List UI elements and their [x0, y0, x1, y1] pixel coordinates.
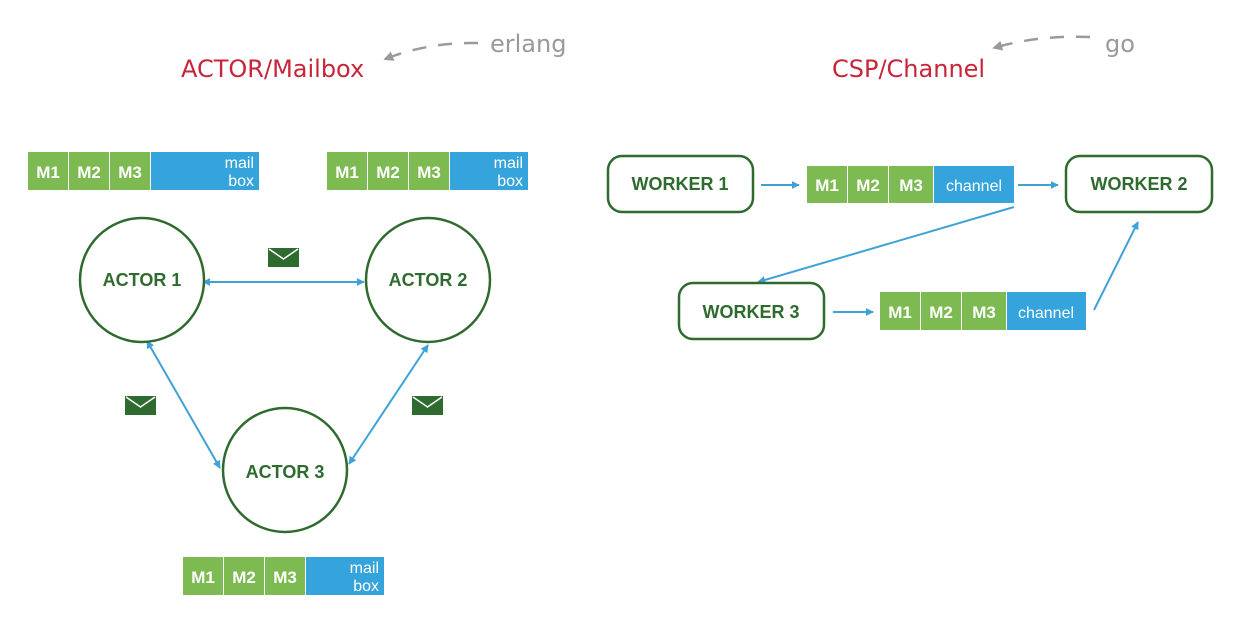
envelope-icon [268, 248, 299, 267]
mailbox-message-m2: M2 [232, 568, 256, 587]
csp-language-note: go [1105, 30, 1135, 58]
channel-2: M1 M2 M3 channel [880, 292, 1086, 330]
mailbox-actor-2: M1 M2 M3 mail box [327, 152, 528, 190]
actor-2-node [364, 216, 492, 344]
channel-message-m1: M1 [888, 303, 912, 322]
channel-message-m2: M2 [856, 176, 880, 195]
worker-2-label: WORKER 2 [1090, 174, 1187, 194]
worker-3-node [677, 281, 826, 341]
worker-1-node [606, 154, 755, 214]
channel-message-m3: M3 [899, 176, 923, 195]
channel-1: M1 M2 M3 channel [807, 166, 1014, 203]
mailbox-actor-3: M1 M2 M3 mail box [183, 557, 384, 595]
actor-1-node [78, 216, 206, 344]
mailbox-label: box [353, 578, 379, 595]
mailbox-message-m3: M3 [118, 163, 142, 182]
worker-2-node [1064, 154, 1214, 214]
mailbox-message-m1: M1 [335, 163, 359, 182]
mailbox-actor-1: M1 M2 M3 mail box [28, 152, 259, 190]
envelope-icon [125, 396, 156, 415]
envelope-icon [412, 396, 443, 415]
channel-label: channel [1018, 305, 1074, 322]
channel-label: channel [946, 178, 1002, 195]
mailbox-label: box [497, 173, 523, 190]
actor-model-title: ACTOR/Mailbox [181, 55, 364, 83]
edge-actor1-actor3 [146, 340, 221, 469]
edge-actor2-actor3 [348, 344, 429, 465]
worker-1-label: WORKER 1 [631, 174, 728, 194]
edge-channel2-worker2 [1093, 221, 1139, 311]
worker-3-label: WORKER 3 [702, 302, 799, 322]
channel-message-m1: M1 [815, 176, 839, 195]
actor-1-label: ACTOR 1 [103, 270, 182, 290]
actor-3-node [221, 406, 349, 534]
mailbox-message-m2: M2 [77, 163, 101, 182]
channel-message-m3: M3 [972, 303, 996, 322]
mailbox-label: mail [494, 155, 523, 172]
mailbox-message-m1: M1 [36, 163, 60, 182]
actor-language-pointer [383, 41, 479, 61]
actor-language-note: erlang [490, 30, 566, 58]
mailbox-label: mail [350, 560, 379, 577]
actor-3-label: ACTOR 3 [246, 462, 325, 482]
actor-2-label: ACTOR 2 [389, 270, 468, 290]
csp-model-title: CSP/Channel [832, 55, 985, 83]
mailbox-label: box [228, 173, 254, 190]
edge-channel1-worker3 [757, 206, 1015, 284]
mailbox-message-m1: M1 [191, 568, 215, 587]
mailbox-message-m3: M3 [417, 163, 441, 182]
mailbox-label: mail [225, 155, 254, 172]
mailbox-message-m3: M3 [273, 568, 297, 587]
mailbox-message-m2: M2 [376, 163, 400, 182]
channel-message-m2: M2 [929, 303, 953, 322]
csp-language-pointer [992, 35, 1091, 51]
